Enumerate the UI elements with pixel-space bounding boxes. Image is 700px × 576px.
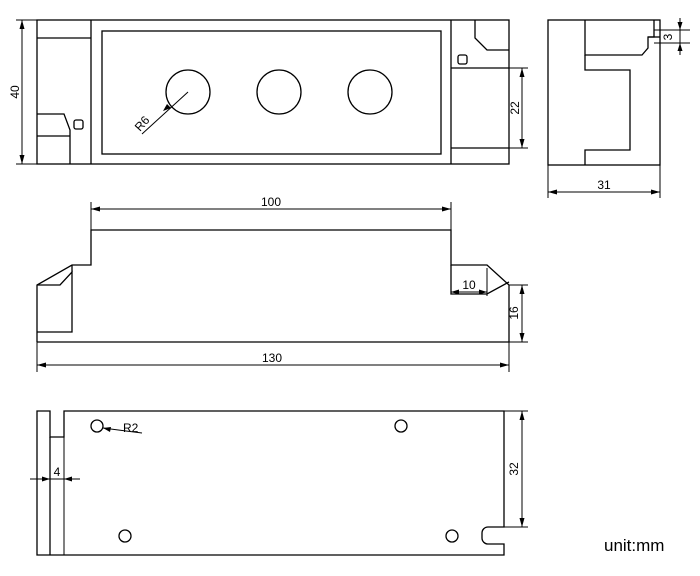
r2-radius-label: R2 <box>123 421 139 435</box>
r6-radius-label: R6 <box>132 113 153 134</box>
dim-130-label: 130 <box>262 351 282 365</box>
dim-10-label: 10 <box>462 278 476 292</box>
elevation-outline <box>36 229 510 343</box>
side-view: 3 31 <box>547 18 690 198</box>
dim-32-arrow-bottom <box>519 518 525 527</box>
dim-40-arrow-bottom <box>19 155 25 164</box>
dim-16-arrow-bottom <box>519 333 525 342</box>
plan-hole-3 <box>118 529 132 543</box>
dim-32-label: 32 <box>507 462 521 476</box>
elevation-right-step <box>450 265 510 295</box>
dim-3-arrow-top <box>677 22 683 30</box>
dim-40-label: 40 <box>8 85 22 99</box>
hole-circle-2 <box>256 69 302 115</box>
elevation-view: 100 10 16 130 <box>36 195 528 372</box>
dim-100-arrow-left <box>91 206 100 212</box>
dim-4-arrow-left <box>42 476 50 482</box>
front-view-left-hole <box>73 119 84 130</box>
hole-circle-1 <box>165 69 211 115</box>
dim-31-label: 31 <box>597 178 611 192</box>
plan-hole-4 <box>445 529 459 543</box>
r6-leader-arrow <box>163 104 171 111</box>
dim-40-arrow-top <box>19 20 25 29</box>
dim-4-arrow-right <box>64 476 72 482</box>
front-view-left-step <box>37 113 71 164</box>
unit-label: unit:mm <box>604 536 665 555</box>
front-view: R6 40 22 <box>8 19 528 165</box>
side-view-outline <box>547 19 661 166</box>
front-view-right-notch <box>474 20 509 51</box>
dim-31-arrow-right <box>651 189 660 195</box>
dim-100-label: 100 <box>261 195 281 209</box>
side-view-inner-lower <box>584 55 631 165</box>
dim-10-arrow-left <box>451 289 459 295</box>
dim-31-arrow-left <box>548 189 557 195</box>
r2-leader-arrow <box>103 427 111 432</box>
dim-3-label: 3 <box>661 33 675 40</box>
r6-leader-line <box>141 91 189 135</box>
dim-22-label: 22 <box>508 101 522 115</box>
front-view-outline <box>36 19 510 165</box>
dim-3-arrow-bottom <box>677 43 683 51</box>
front-view-right-hole <box>457 54 468 65</box>
dim-100-arrow-right <box>442 206 451 212</box>
side-view-inner-profile <box>584 20 655 56</box>
dim-10-arrow-right <box>479 289 487 295</box>
dim-4-label: 4 <box>54 465 61 479</box>
plan-hole-2 <box>394 419 408 433</box>
elevation-left-step <box>37 270 73 333</box>
dim-16-arrow-top <box>519 285 525 294</box>
dim-22-arrow-top <box>519 68 525 77</box>
plan-hole-1 <box>90 419 104 433</box>
plan-view: R2 4 32 <box>30 410 528 556</box>
hole-circle-3 <box>347 69 393 115</box>
dim-22-arrow-bottom <box>519 139 525 148</box>
dim-130-arrow-left <box>37 362 46 368</box>
dim-130-arrow-right <box>500 362 509 368</box>
front-view-panel <box>101 30 442 155</box>
dim-32-arrow-top <box>519 411 525 420</box>
plan-outline <box>36 410 505 556</box>
dim-16-label: 16 <box>507 306 521 320</box>
